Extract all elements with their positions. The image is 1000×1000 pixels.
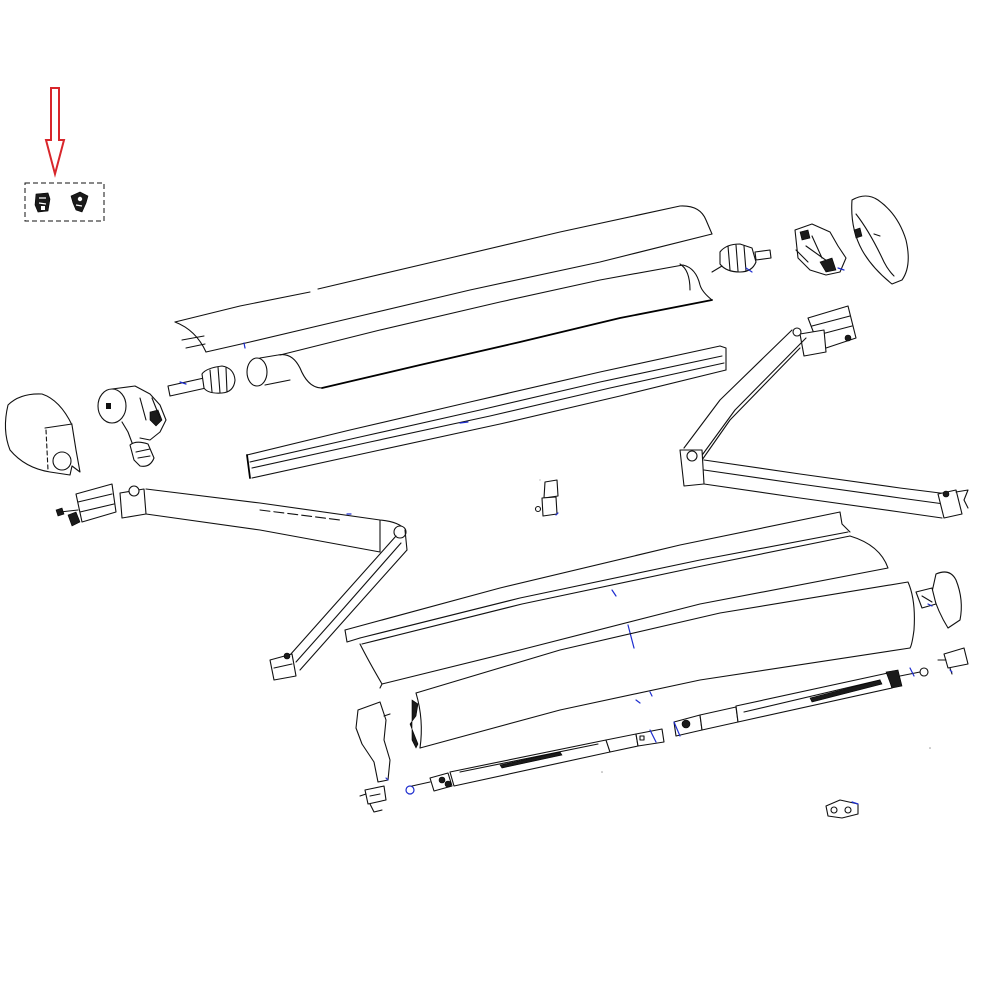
right-end-cap[interactable] — [851, 195, 909, 285]
lower-cassette-profile[interactable] — [409, 581, 915, 749]
fabric-roller-tube[interactable] — [246, 263, 713, 389]
left-gas-strut[interactable] — [405, 728, 665, 795]
small-clip-left-icon[interactable] — [34, 192, 51, 213]
small-clip-right-icon[interactable] — [70, 191, 89, 213]
right-folding-arm[interactable] — [679, 305, 969, 519]
left-roller-plug[interactable] — [167, 365, 236, 397]
cassette-top-cover[interactable] — [174, 205, 713, 353]
rear-rail-profile[interactable] — [246, 345, 727, 479]
bottom-right-bracket[interactable] — [825, 799, 859, 819]
right-bracket-block[interactable] — [794, 223, 847, 276]
right-roller-plug[interactable] — [711, 243, 772, 273]
right-gas-strut[interactable] — [673, 667, 929, 737]
left-folding-arm[interactable] — [55, 483, 408, 681]
front-right-end-cap[interactable] — [915, 571, 962, 629]
left-bottom-clip[interactable] — [359, 785, 387, 813]
left-gear-drive[interactable] — [97, 385, 167, 467]
callout-arrow — [44, 87, 66, 178]
highlight-box[interactable] — [24, 182, 105, 222]
scan-specks — [539, 479, 931, 773]
right-side-clip[interactable] — [937, 647, 969, 675]
front-left-end-cap[interactable] — [355, 701, 391, 783]
center-bracket[interactable] — [534, 479, 559, 517]
front-bar-valance[interactable] — [344, 511, 889, 689]
left-end-cap-cover[interactable] — [4, 393, 81, 476]
